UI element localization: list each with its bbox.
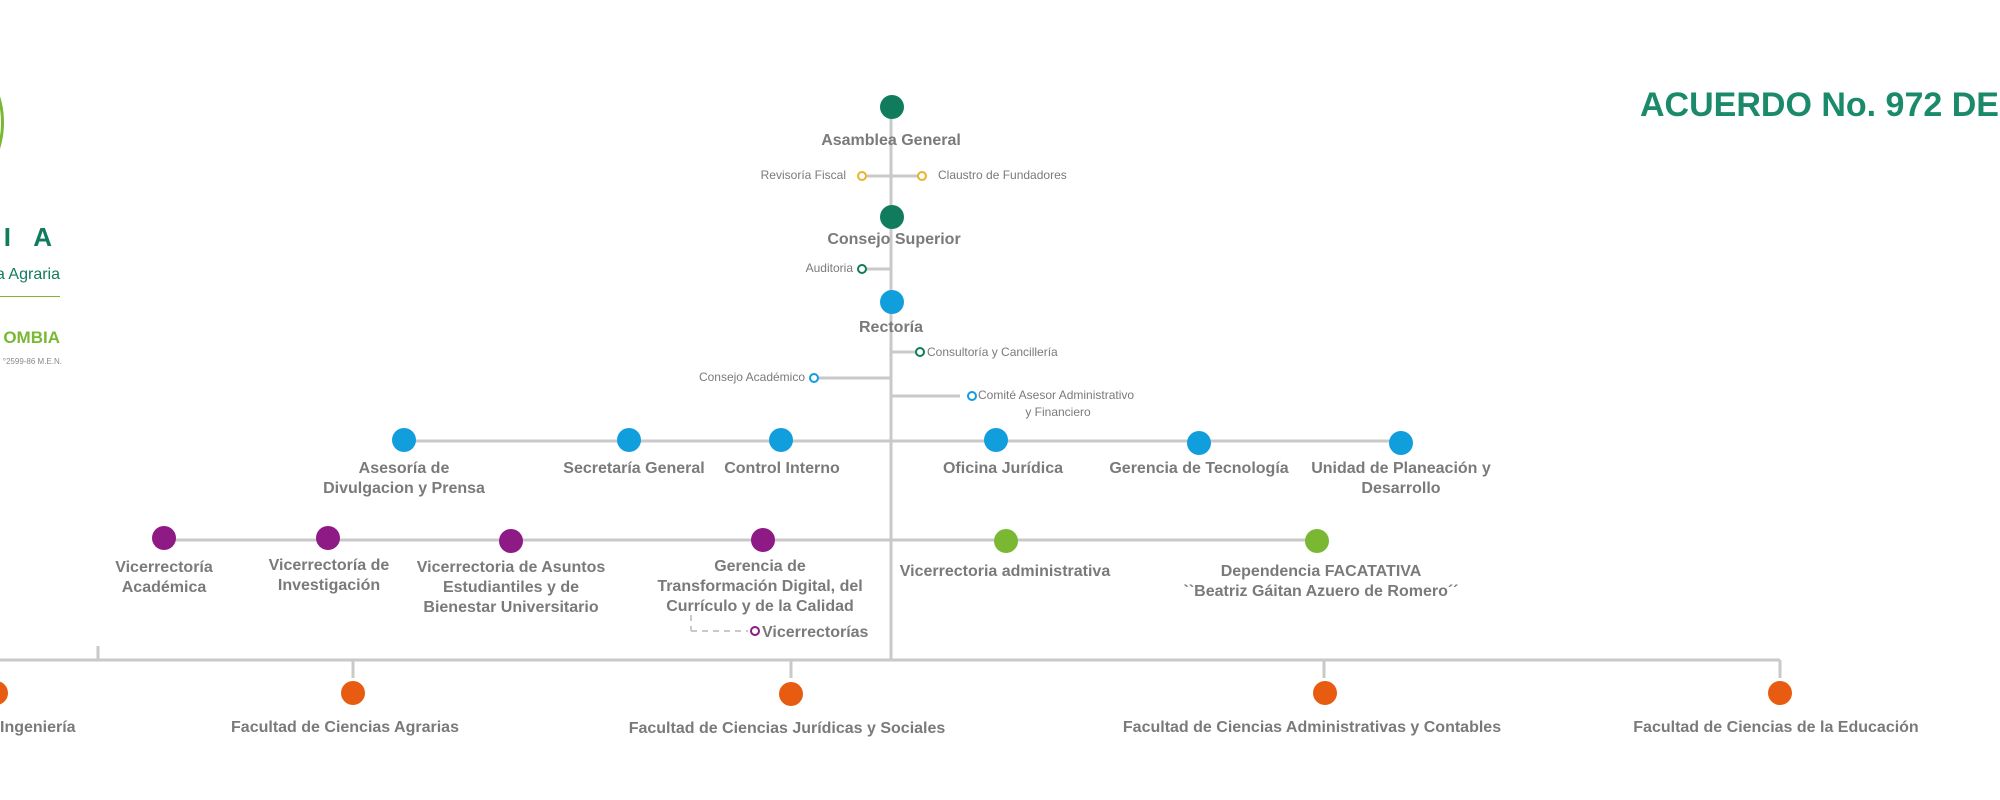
node-label-vic-asuntos-2: Estudiantiles y de bbox=[443, 579, 579, 596]
asamblea-node bbox=[880, 95, 904, 119]
node-label-control: Control Interno bbox=[724, 460, 840, 477]
consultoria-node bbox=[915, 347, 925, 357]
vic-inv-node bbox=[316, 526, 340, 550]
consejo-academico-node bbox=[809, 373, 819, 383]
comite-node bbox=[967, 391, 977, 401]
node-label-gerencia-tec: Gerencia de Tecnología bbox=[1109, 460, 1288, 477]
node-label-dep-facatativa-2: ``Beatriz Gáitan Azuero de Romero´´ bbox=[1184, 583, 1459, 600]
logo-name: R I A bbox=[0, 222, 60, 252]
rectoria-node bbox=[880, 290, 904, 314]
node-label-dep-facatativa-1: Dependencia FACATATIVA bbox=[1221, 563, 1422, 580]
node-label-unidad-1: Unidad de Planeación y bbox=[1311, 460, 1491, 477]
node-label-claustro: Claustro de Fundadores bbox=[938, 168, 1067, 182]
node-label-vic-academica-1: Vicerrectoría bbox=[115, 559, 213, 576]
unidad-node bbox=[1389, 431, 1413, 455]
gerencia-td-node bbox=[751, 528, 775, 552]
node-label-vicerrectorias: Vicerrectorías bbox=[762, 624, 869, 641]
node-label-fac-ingenieria: Ingeniería bbox=[0, 719, 76, 736]
consejo-superior-node bbox=[880, 205, 904, 229]
fac-agrarias-node bbox=[341, 681, 365, 705]
secretaria-node bbox=[617, 428, 641, 452]
logo-country: OMBIA bbox=[3, 328, 60, 347]
node-label-gerencia-td-1: Gerencia de bbox=[714, 558, 806, 575]
node-label-rectoria: Rectoría bbox=[859, 319, 923, 336]
node-label-fac-educacion: Facultad de Ciencias de la Educación bbox=[1633, 719, 1918, 736]
node-label-asesoria-2: Divulgacion y Prensa bbox=[323, 480, 485, 497]
vic-admin-node bbox=[994, 529, 1018, 553]
node-label-consejo-superior: Consejo Superior bbox=[827, 231, 960, 248]
node-label-oficina: Oficina Jurídica bbox=[943, 460, 1063, 477]
node-label-consultoria: Consultoría y Cancillería bbox=[927, 345, 1058, 359]
node-label-comite-1: Comité Asesor Administrativo bbox=[978, 388, 1134, 402]
node-label-vic-admin: Vicerrectoria administrativa bbox=[900, 563, 1111, 580]
fac-juridicas-node bbox=[779, 682, 803, 706]
node-label-gerencia-td-2: Transformación Digital, del bbox=[657, 578, 862, 595]
control-node bbox=[769, 428, 793, 452]
oficina-node bbox=[984, 428, 1008, 452]
vicerrectorias-node bbox=[750, 626, 760, 636]
node-label-gerencia-td-3: Currículo y de la Calidad bbox=[666, 598, 854, 615]
node-label-auditoria: Auditoria bbox=[806, 261, 854, 275]
auditoria-node bbox=[857, 264, 867, 274]
fac-administrativas-node bbox=[1313, 681, 1337, 705]
node-label-unidad-2: Desarrollo bbox=[1361, 480, 1440, 497]
vic-asuntos-node bbox=[499, 529, 523, 553]
asesoria-node bbox=[392, 428, 416, 452]
connector-lines bbox=[0, 108, 1782, 678]
node-label-consejo-academico: Consejo Académico bbox=[699, 370, 805, 384]
gerencia-tec-node bbox=[1187, 431, 1211, 455]
university-logo: R I A a Agraria OMBIA °2599-86 M.E.N. bbox=[0, 0, 80, 400]
dep-facatativa-node bbox=[1305, 529, 1329, 553]
node-label-fac-juridicas: Facultad de Ciencias Jurídicas y Sociale… bbox=[629, 720, 946, 737]
node-label-fac-agrarias: Facultad de Ciencias Agrarias bbox=[231, 719, 459, 736]
logo-divider bbox=[0, 296, 60, 297]
node-label-asesoria-1: Asesoría de bbox=[359, 460, 450, 477]
fac-educacion-node bbox=[1768, 681, 1792, 705]
node-label-vic-asuntos-3: Bienestar Universitario bbox=[423, 599, 598, 616]
node-label-vic-academica-2: Académica bbox=[122, 579, 207, 596]
node-label-fac-administrativas: Facultad de Ciencias Administrativas y C… bbox=[1123, 719, 1501, 736]
claustro-node bbox=[917, 171, 927, 181]
node-label-vic-inv-2: Investigación bbox=[278, 577, 380, 594]
node-label-vic-inv-1: Vicerrectoría de bbox=[269, 557, 390, 574]
node-label-secretaria: Secretaría General bbox=[563, 460, 704, 477]
node-markers bbox=[0, 95, 1792, 706]
vic-academica-node bbox=[152, 526, 176, 550]
node-label-comite-2: y Financiero bbox=[1025, 405, 1091, 419]
node-label-revisoria: Revisoría Fiscal bbox=[761, 168, 846, 182]
logo-registration: °2599-86 M.E.N. bbox=[2, 357, 62, 366]
logo-subtitle: a Agraria bbox=[0, 266, 60, 283]
fac-ingenieria-node bbox=[0, 681, 8, 705]
page-title: ACUERDO No. 972 DE bbox=[1640, 86, 1999, 124]
revisoria-node bbox=[857, 171, 867, 181]
node-label-vic-asuntos-1: Vicerrectoria de Asuntos bbox=[417, 559, 606, 576]
node-label-asamblea: Asamblea General bbox=[821, 132, 961, 149]
